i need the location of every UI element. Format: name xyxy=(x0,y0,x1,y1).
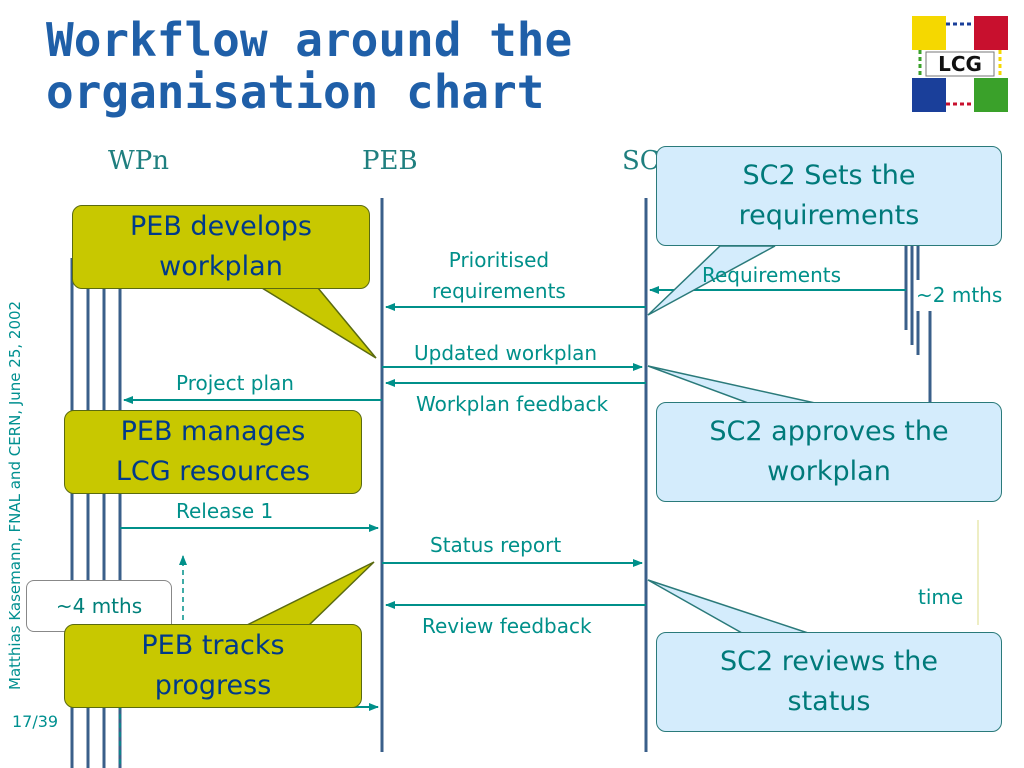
lane-label-peb: PEB xyxy=(362,146,418,176)
label-workplan-feedback: Workplan feedback xyxy=(416,392,609,416)
callout-sc2-reviews-status: SC2 reviews the status xyxy=(656,632,1002,732)
label-four-months: ~4 mths xyxy=(26,580,172,632)
lane-label-wpn: WPn xyxy=(108,146,169,176)
callout-peb-manages-line-1: PEB manages xyxy=(120,416,306,447)
label-project-plan: Project plan xyxy=(176,371,294,395)
label-prioritised-line-2: requirements xyxy=(432,279,566,303)
callout-peb-develops-line-2: workplan xyxy=(159,251,283,282)
logo-text: LCG xyxy=(938,52,982,76)
callout-peb-tracks-line-1: PEB tracks xyxy=(141,630,285,661)
tail-sc2-reviews xyxy=(647,579,809,634)
callout-sc2-approves-line-2: workplan xyxy=(767,456,891,487)
callout-tails xyxy=(244,245,816,634)
tail-sc2-approves xyxy=(647,365,816,404)
label-prioritised-line-1: Prioritised xyxy=(448,248,550,272)
label-release-1: Release 1 xyxy=(176,499,274,523)
callout-sc2-reviews-line-2: status xyxy=(787,686,871,717)
tail-peb-tracks xyxy=(244,561,375,627)
slide-title: Workflow around the organisation chart xyxy=(46,14,572,118)
label-requirements: Requirements xyxy=(702,263,842,287)
tail-peb-develops xyxy=(259,287,377,359)
label-updated-workplan: Updated workplan xyxy=(414,341,598,365)
callout-peb-manages-line-2: LCG resources xyxy=(115,456,311,487)
label-prioritised-requirements: Prioritised requirements xyxy=(432,245,566,307)
callout-peb-develops-workplan: PEB develops workplan xyxy=(72,205,370,289)
page-number: 17/39 xyxy=(12,712,59,731)
callout-sc2-sets-line-2: requirements xyxy=(738,200,920,231)
title-line-1: Workflow around the xyxy=(46,13,573,67)
callout-sc2-approves-line-1: SC2 approves the xyxy=(709,416,949,447)
label-review-feedback: Review feedback xyxy=(422,614,592,638)
callout-peb-develops-line-1: PEB develops xyxy=(129,211,312,242)
lcg-logo: LCG xyxy=(912,16,1008,112)
label-time: time xyxy=(918,585,964,609)
callout-sc2-sets-line-1: SC2 Sets the xyxy=(742,160,916,191)
dashed-guides xyxy=(119,520,979,768)
callout-peb-manages-resources: PEB manages LCG resources xyxy=(64,410,362,494)
callout-sc2-reviews-line-1: SC2 reviews the xyxy=(719,646,938,677)
callout-peb-tracks-line-2: progress xyxy=(154,670,272,701)
label-two-months: ~2 mths xyxy=(916,280,1003,311)
callout-sc2-sets-requirements: SC2 Sets the requirements xyxy=(656,146,1002,246)
callout-peb-tracks-progress: PEB tracks progress xyxy=(64,624,362,708)
callout-sc2-approves-workplan: SC2 approves the workplan xyxy=(656,402,1002,502)
tail-sc2-sets xyxy=(647,245,776,316)
sidebar-author-text: Matthias Kasemann, FNAL and CERN, June 2… xyxy=(6,300,24,690)
label-status-report: Status report xyxy=(430,533,562,557)
title-line-2: organisation chart xyxy=(46,65,545,119)
